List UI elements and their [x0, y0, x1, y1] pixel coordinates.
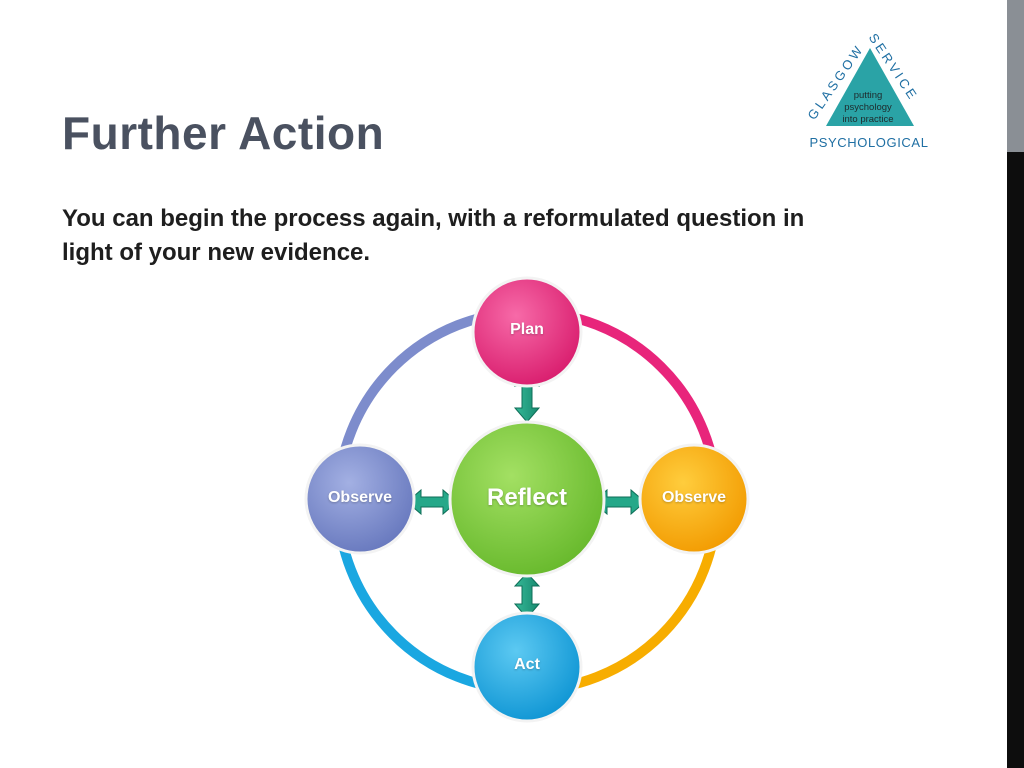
node-act	[471, 611, 583, 723]
node-reflect-label: Reflect	[486, 484, 568, 511]
reflect-cycle-diagram: Plan Observe Observe Act Reflect	[295, 270, 765, 740]
slide-title: Further Action	[62, 107, 385, 159]
side-bar-accent	[1007, 152, 1024, 768]
node-observe-left	[304, 443, 416, 555]
node-observe-right	[638, 443, 750, 555]
slide-body-text: You can begin the process again, with a …	[62, 205, 805, 266]
node-plan-label: Plan	[510, 321, 544, 338]
logo-tagline-line: into practice	[842, 114, 894, 125]
logo-wordmark: PSYCHOLOGICAL	[809, 135, 929, 150]
logo-tagline-line: psychology	[844, 102, 892, 113]
cycle-diagram-graphic	[304, 276, 750, 723]
node-reflect	[448, 420, 606, 578]
logo-tagline-line: putting	[853, 90, 883, 101]
logo-tagline: putting psychology into practice	[838, 90, 898, 126]
node-observe-left-label: Observe	[327, 489, 393, 506]
node-observe-right-label: Observe	[661, 489, 727, 506]
arrow-reflect-act	[513, 572, 541, 619]
glasgow-psychological-service-logo: GLASGOW SERVICE putting psychology into …	[798, 30, 938, 154]
logo-triangle-icon: GLASGOW SERVICE	[804, 31, 918, 126]
node-act-label: Act	[514, 656, 540, 673]
node-plan	[471, 276, 583, 388]
